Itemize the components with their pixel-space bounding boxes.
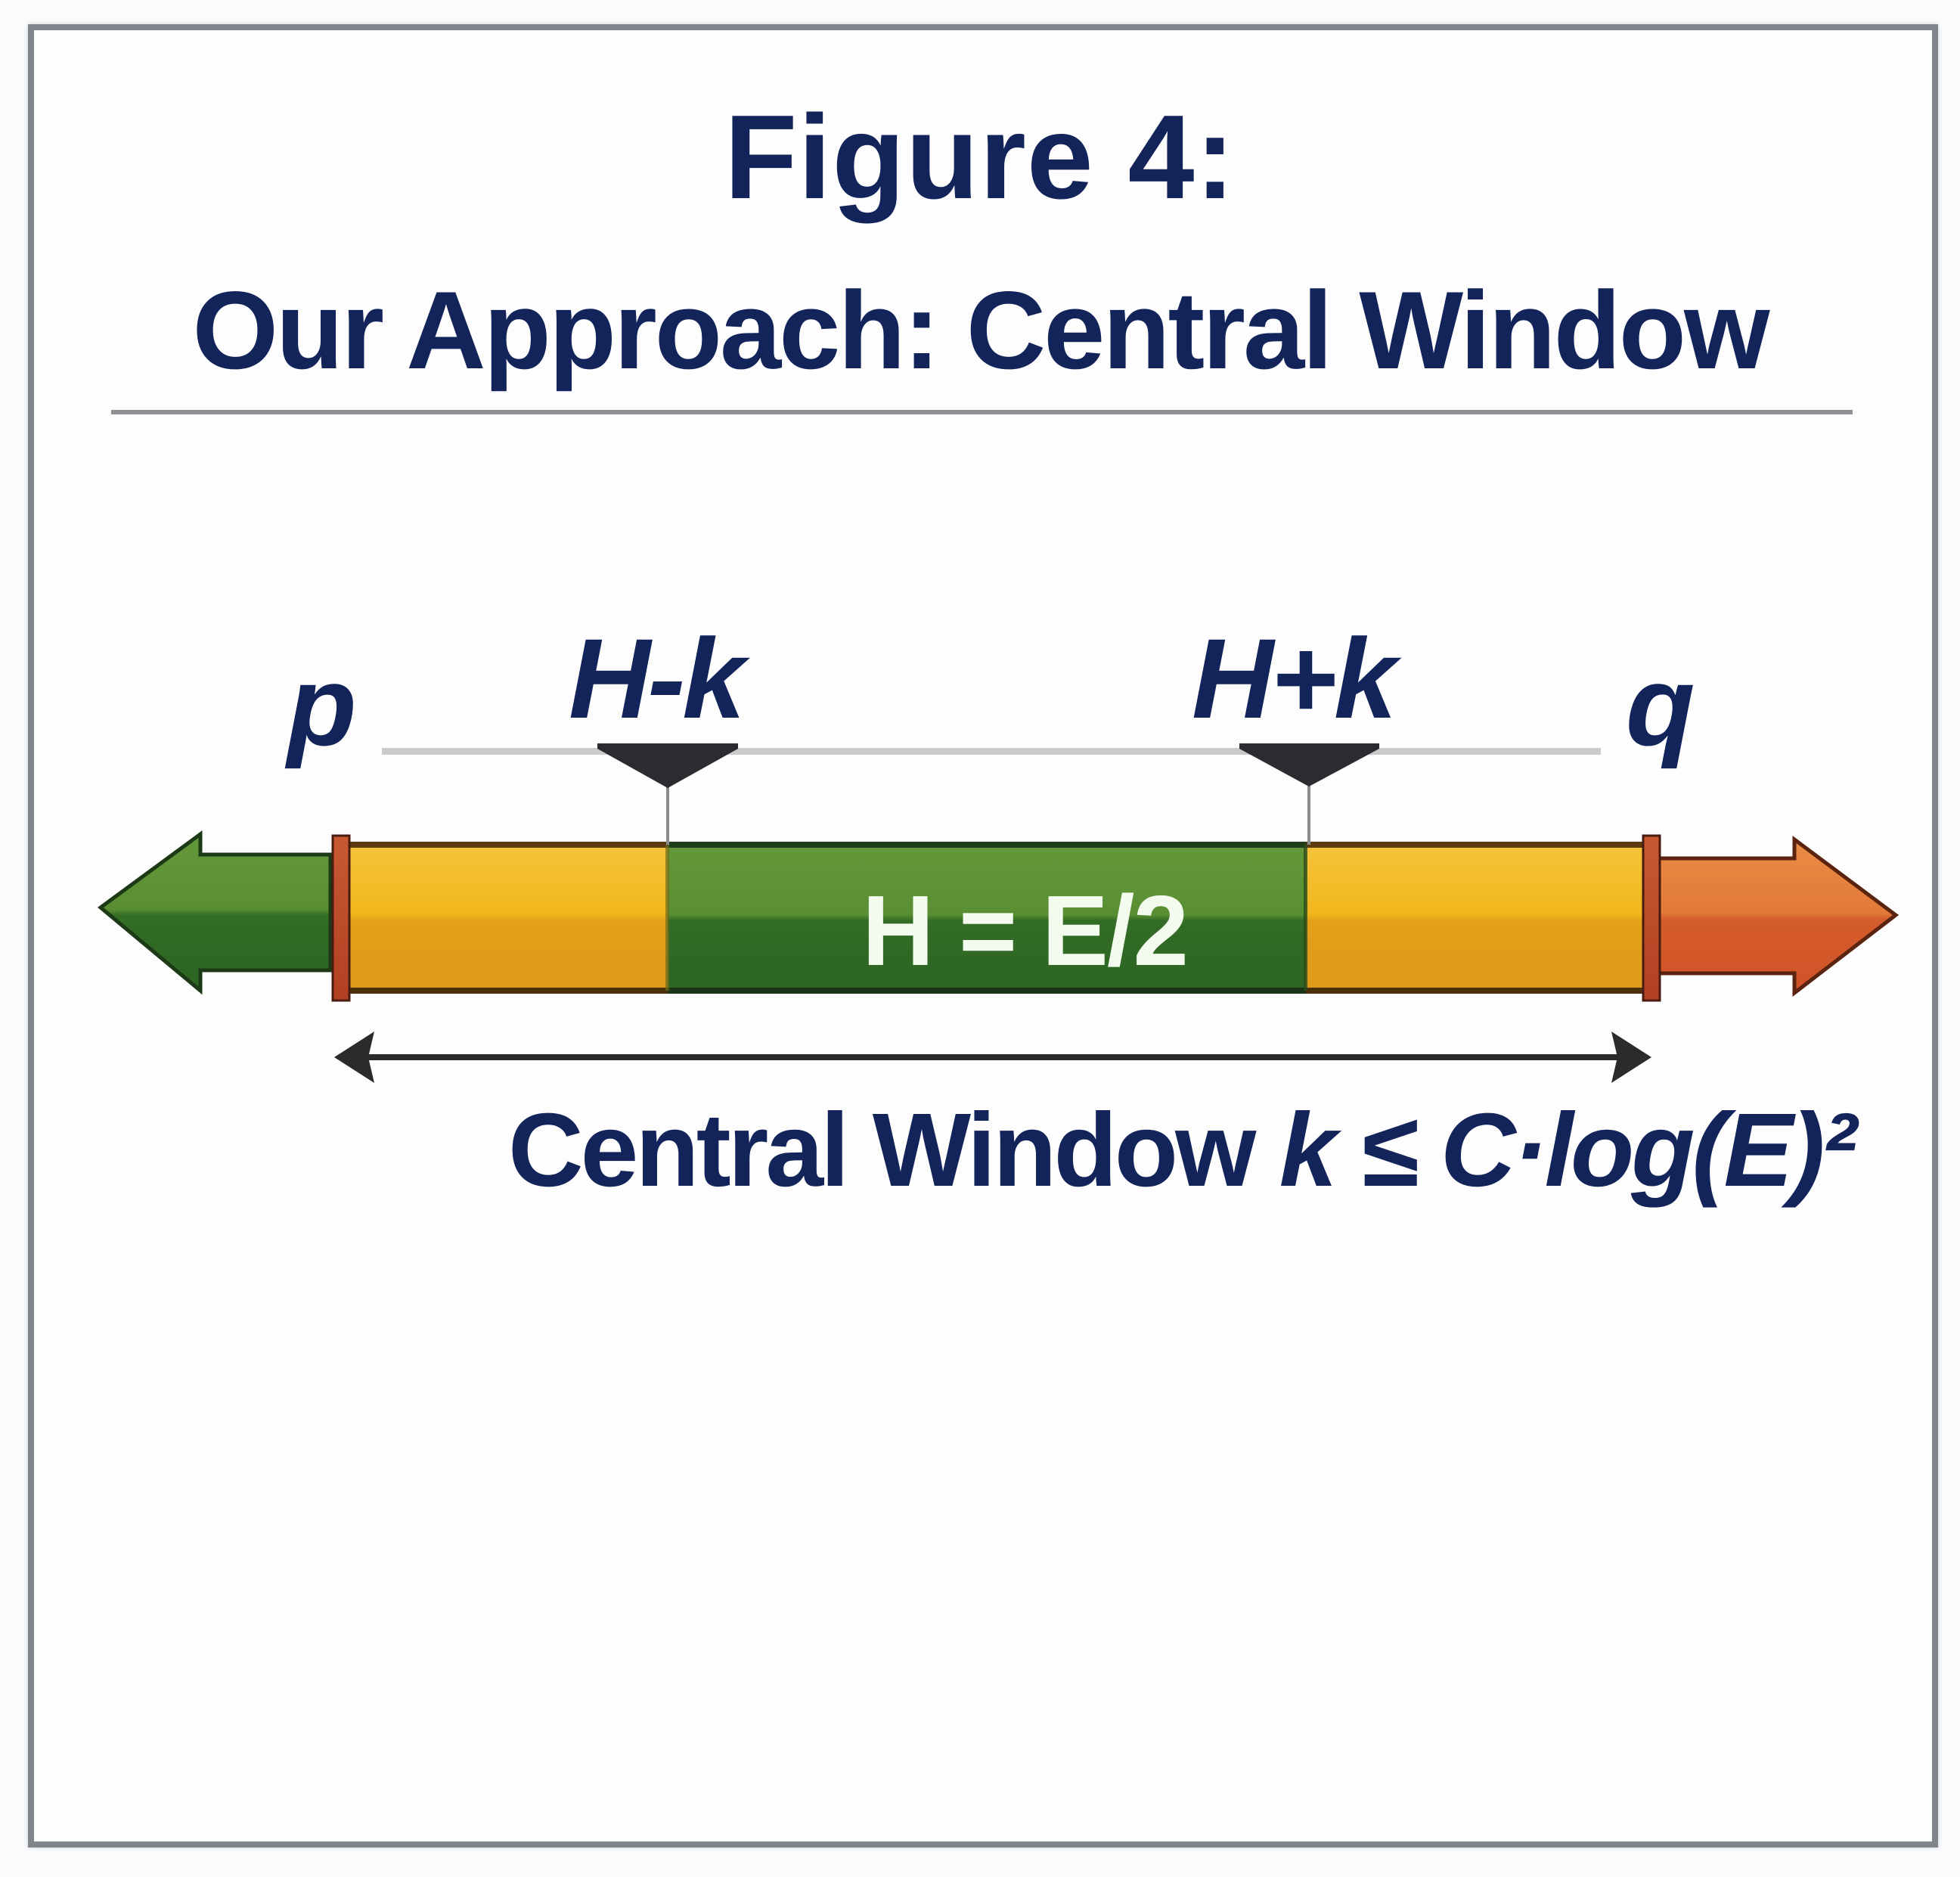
marker-label-lower: H-k [569, 615, 746, 742]
span-caption: Central Window k ≤ C·log(E)² [508, 1098, 1856, 1202]
title-divider [111, 410, 1853, 414]
marker-label-upper: H+k [1192, 615, 1397, 742]
span-double-arrow-icon [334, 1032, 1651, 1083]
figure-subtitle: Our Approach: Central Window [192, 268, 1769, 392]
center-label: H = E/2 [862, 875, 1189, 986]
left-arrow-icon [97, 830, 333, 995]
endpoint-label-p: p [287, 642, 357, 769]
marker-upper-icon [1239, 743, 1379, 845]
interval-bar [348, 842, 1643, 994]
figure-title: Figure 4: [724, 91, 1236, 224]
segment-central-window [668, 845, 1306, 991]
marker-lower-icon [597, 743, 738, 845]
right-arrow-icon [1656, 836, 1900, 997]
span-caption-text: Central Window [508, 1092, 1279, 1208]
left-end-cap [331, 834, 351, 1002]
right-end-cap [1642, 834, 1661, 1002]
segment-left-outer [348, 845, 668, 991]
endpoint-label-q: q [1626, 642, 1695, 769]
reference-line [382, 748, 1601, 755]
segment-right-outer [1306, 845, 1643, 991]
span-caption-formula: k ≤ C·log(E)² [1279, 1092, 1857, 1208]
